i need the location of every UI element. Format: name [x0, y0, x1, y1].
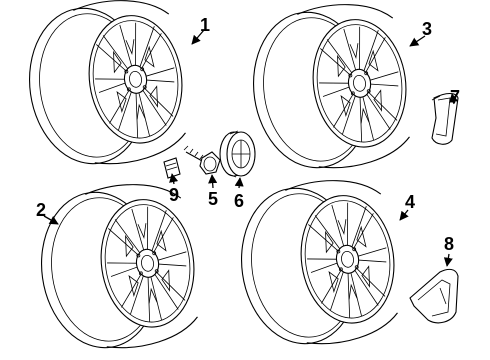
callout-3: 3 [422, 19, 432, 39]
lug-bolt-part [183, 145, 221, 175]
trim-piece-8 [409, 268, 459, 324]
callout-9: 9 [169, 185, 179, 205]
callout-7: 7 [450, 87, 460, 107]
callout-2: 2 [36, 200, 46, 220]
callout-6: 6 [234, 191, 244, 211]
wheel-3 [242, 0, 417, 179]
valve-tag-part [163, 157, 181, 179]
callout-1: 1 [200, 15, 210, 35]
callout-4: 4 [405, 192, 415, 212]
wheel-1 [18, 0, 193, 175]
leader-lines [43, 29, 459, 267]
callout-5: 5 [208, 189, 218, 209]
trim-piece-7 [431, 92, 459, 145]
callout-8: 8 [444, 234, 454, 254]
center-cap-part [219, 130, 256, 178]
wheel-4 [230, 172, 405, 355]
